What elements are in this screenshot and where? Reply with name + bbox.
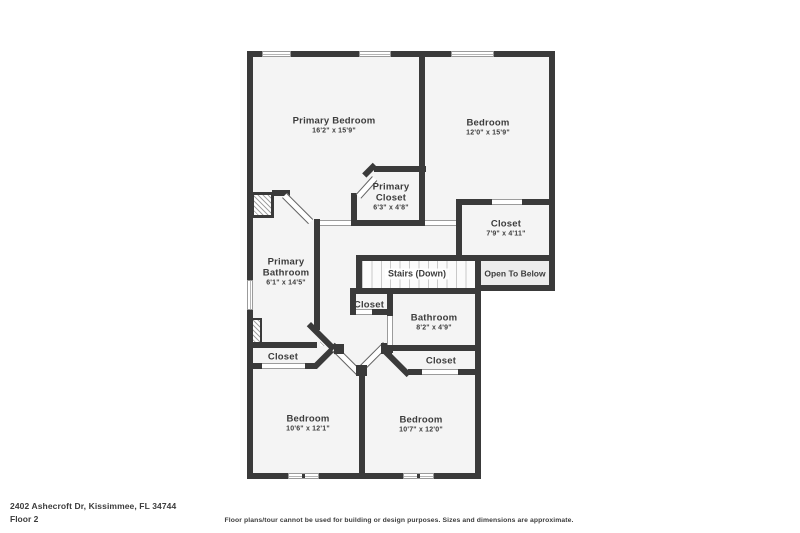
room-name: Primary Bathroom [262, 256, 310, 278]
wall-hallway-south-of-closet [351, 220, 426, 226]
window-primary-bathroom [247, 280, 253, 310]
wall-outer-bottom-right-step [475, 285, 555, 291]
label-primary-bedroom: Primary Bedroom 16'2" x 15'9" [293, 116, 376, 137]
label-bedroom-top-right: Bedroom 12'0" x 15'9" [466, 118, 510, 139]
wall-stairs-left [356, 255, 362, 294]
wall-chase-stub [272, 190, 290, 196]
room-dims: 12'0" x 15'9" [466, 129, 510, 137]
room-dims: 7'9" x 4'11" [486, 230, 526, 238]
room-name: Bedroom [399, 414, 443, 426]
wall-stairs-bottom [350, 288, 481, 294]
room-name: Closet [267, 351, 299, 363]
wall-bedroom-divider-bottom [359, 368, 365, 479]
open-to-below-area [481, 261, 549, 286]
label-primary-bathroom: Primary Bathroom 6'1" x 14'5" [254, 256, 318, 289]
window-mullion [302, 474, 305, 478]
room-dims: 6'3" x 4'8" [373, 204, 409, 212]
wall-closet-tr-left [456, 199, 462, 261]
label-closet-left: Closet [268, 350, 298, 363]
wall-primary-closet-top [374, 166, 426, 172]
window-primary-bedroom-2 [359, 51, 391, 57]
wall-bedroom-divider-top [419, 51, 425, 226]
opening-closet-top-right [492, 199, 522, 205]
room-name: Closet [425, 355, 457, 367]
room-name: Bedroom [466, 117, 510, 129]
wall-closet-mid-left [350, 288, 356, 315]
opening-closet-middle [356, 309, 372, 315]
label-stairs: Stairs (Down) [384, 268, 450, 280]
opening-bedroom-top-right-entry [425, 220, 456, 226]
label-primary-closet: Primary Closet 6'3" x 4'8" [359, 181, 423, 214]
opening-closet-right [422, 369, 458, 375]
opening-closet-left [262, 363, 305, 369]
room-name: Bathroom [410, 312, 458, 324]
window-mullion [417, 474, 420, 478]
stairs-text: Stairs (Down) [387, 268, 447, 279]
room-dims: 8'2" x 4'9" [416, 324, 452, 332]
footer-disclaimer: Floor plans/tour cannot be used for buil… [224, 517, 574, 524]
room-dims: 10'7" x 12'0" [399, 426, 443, 434]
label-closet-top-right: Closet 7'9" x 4'11" [486, 219, 525, 240]
wall-outer-right-upper [549, 51, 555, 291]
label-bedroom-bottom-right: Bedroom 10'7" x 12'0" [399, 415, 443, 436]
room-dims: 16'2" x 15'9" [312, 127, 356, 135]
window-primary-bedroom-1 [262, 51, 291, 57]
label-closet-middle: Closet [354, 298, 384, 311]
wall-primary-bathroom-right [314, 219, 320, 330]
wall-node-left [334, 344, 344, 354]
label-open-to-below: Open To Below [484, 269, 545, 280]
wall-bathroom-bottom [391, 345, 481, 351]
window-bedroom-top-right [451, 51, 494, 57]
wall-primary-closet-left [351, 193, 357, 226]
hatched-chase-upper [251, 192, 274, 218]
wall-stairs-top [356, 255, 555, 261]
footer-address: 2402 Ashecroft Dr, Kissimmee, FL 34744 [10, 501, 177, 511]
room-name: Closet [353, 299, 385, 311]
wall-closet-left-top [247, 342, 317, 348]
wall-outer-right-lower [475, 255, 481, 479]
room-name: Primary Bedroom [292, 115, 376, 127]
wall-outer-left [247, 51, 253, 479]
wall-node-right [381, 343, 392, 354]
open-to-below-text: Open To Below [484, 268, 546, 279]
footer-floor-label: Floor 2 [10, 514, 39, 524]
room-name: Closet [490, 218, 522, 230]
wall-node-center [356, 365, 367, 376]
opening-bathroom-door [387, 316, 393, 345]
room-dims: 10'6" x 12'1" [286, 425, 330, 433]
label-closet-right: Closet [426, 354, 456, 367]
window-bedroom-bottom-left [288, 473, 319, 479]
room-name: Bedroom [286, 413, 330, 425]
label-bathroom: Bathroom 8'2" x 4'9" [411, 313, 457, 334]
wall-outer-top [247, 51, 555, 57]
room-dims: 6'1" x 14'5" [266, 279, 306, 287]
room-name: Primary Closet [372, 181, 410, 203]
window-bedroom-bottom-right [403, 473, 434, 479]
label-bedroom-bottom-left: Bedroom 10'6" x 12'1" [286, 414, 330, 435]
opening-primary-bathroom-entry [320, 220, 351, 226]
